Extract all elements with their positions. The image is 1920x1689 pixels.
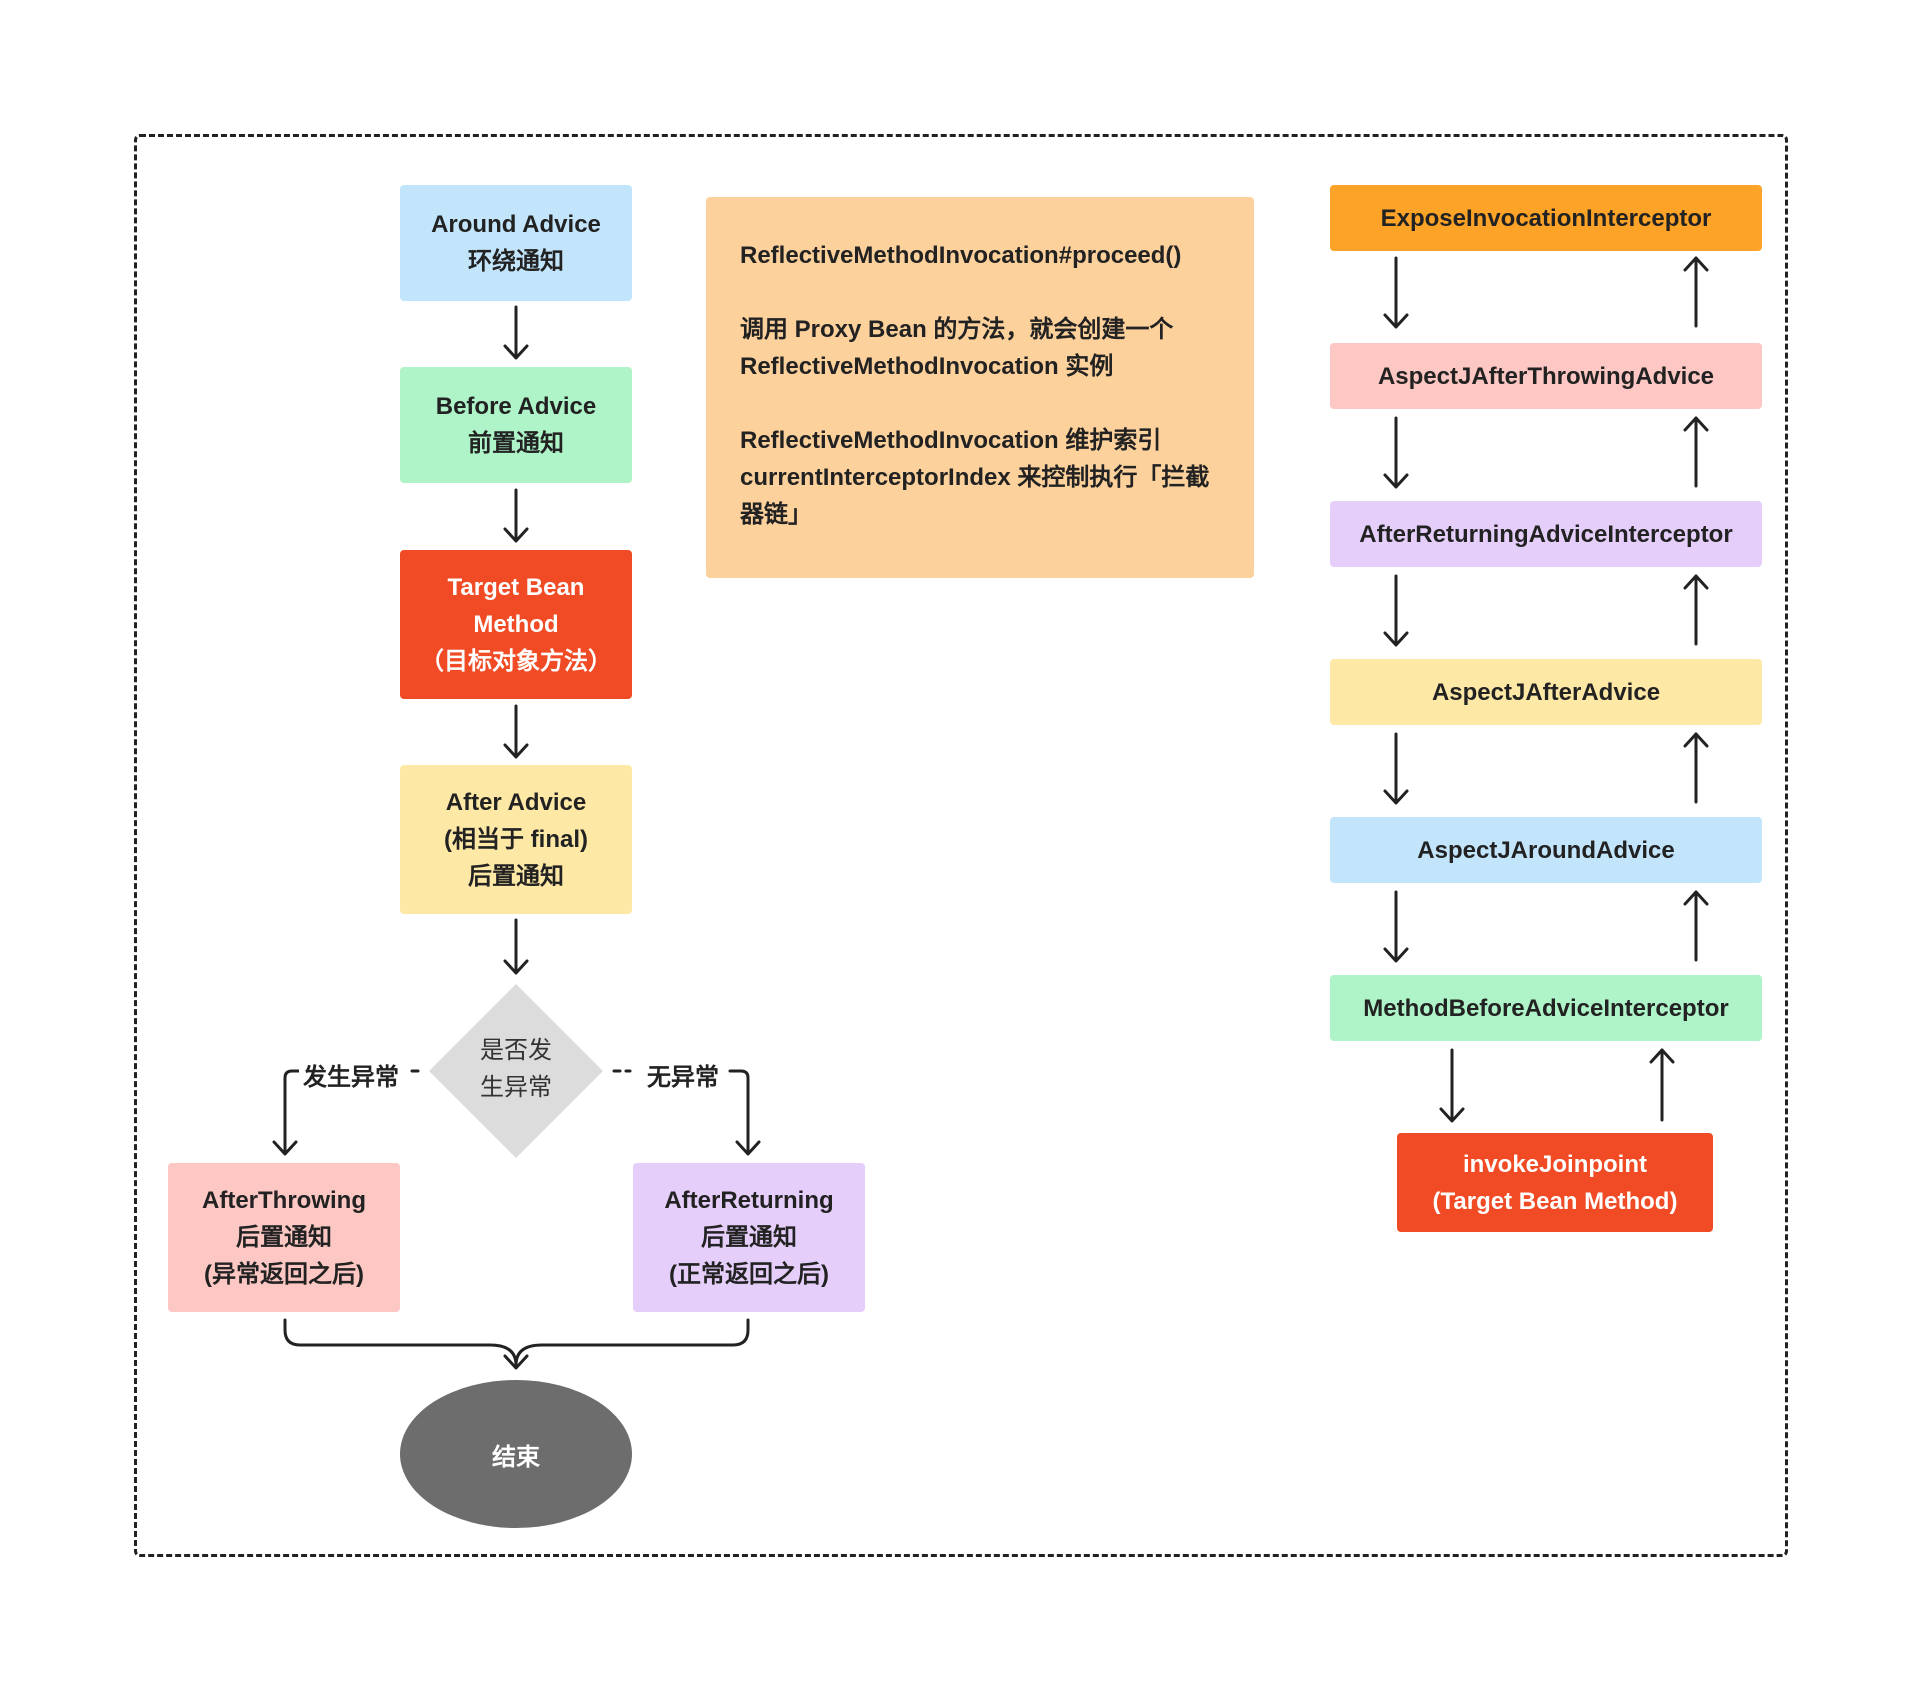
arrow-up-icon xyxy=(1683,416,1709,488)
chain-item-label: AspectJAroundAdvice xyxy=(1417,836,1675,864)
before-advice-subtitle: 前置通知 xyxy=(468,430,564,457)
arrow-up-icon xyxy=(1649,1048,1675,1122)
joinpoint-line1: invokeJoinpoint xyxy=(1462,1150,1647,1178)
chain-item-after-returning: AfterReturningAdviceInterceptor xyxy=(1330,501,1762,567)
merge-connector xyxy=(283,1318,750,1370)
joinpoint-box: invokeJoinpoint (Target Bean Method) xyxy=(1397,1133,1713,1232)
arrow-down-icon xyxy=(503,918,529,975)
before-advice-title: Before Advice xyxy=(435,393,597,420)
after-returning-line2: 后置通知 xyxy=(701,1224,797,1251)
target-method-line1: Target Bean xyxy=(447,574,585,601)
after-advice-box: After Advice (相当于 final) 后置通知 xyxy=(400,765,632,914)
chain-item-label: AspectJAfterAdvice xyxy=(1431,678,1661,706)
chain-item-expose-invocation: ExposeInvocationInterceptor xyxy=(1330,185,1762,251)
arrow-down-icon xyxy=(1383,416,1409,489)
arrow-up-icon xyxy=(1683,574,1709,646)
chain-item-label: ExposeInvocationInterceptor xyxy=(1380,204,1712,232)
arrow-down-icon xyxy=(503,305,529,360)
after-throwing-line2: 后置通知 xyxy=(236,1224,332,1251)
arrow-up-icon xyxy=(1683,890,1709,962)
target-method-box: Target Bean Method （目标对象方法） xyxy=(400,550,632,699)
exception-branch-connector xyxy=(272,1069,420,1156)
decision-text: 是否发 生异常 xyxy=(440,1032,592,1106)
note-line2: 调用 Proxy Bean 的方法，就会创建一个 ReflectiveMetho… xyxy=(740,316,1174,380)
arrow-down-icon xyxy=(1439,1048,1465,1123)
target-method-line3: （目标对象方法） xyxy=(420,648,612,675)
arrow-down-icon xyxy=(1383,890,1409,963)
chain-item-method-before: MethodBeforeAdviceInterceptor xyxy=(1330,975,1762,1041)
after-throwing-line1: AfterThrowing xyxy=(202,1187,366,1214)
chain-item-label: MethodBeforeAdviceInterceptor xyxy=(1363,994,1729,1022)
after-returning-box: AfterReturning 后置通知 (正常返回之后) xyxy=(633,1163,865,1312)
chain-item-after-throwing: AspectJAfterThrowingAdvice xyxy=(1330,343,1762,409)
end-node: 结束 xyxy=(400,1380,632,1528)
after-throwing-box: AfterThrowing 后置通知 (异常返回之后) xyxy=(168,1163,400,1312)
around-advice-title: Around Advice xyxy=(431,211,601,238)
arrow-down-icon xyxy=(1383,256,1409,329)
arrow-down-icon xyxy=(1383,732,1409,805)
chain-item-label: AfterReturningAdviceInterceptor xyxy=(1359,520,1733,548)
chain-item-around: AspectJAroundAdvice xyxy=(1330,817,1762,883)
before-advice-box: Before Advice 前置通知 xyxy=(400,367,632,483)
around-advice-subtitle: 环绕通知 xyxy=(468,248,564,275)
dashed-frame xyxy=(134,134,1788,1557)
note-line1: ReflectiveMethodInvocation#proceed() xyxy=(740,242,1182,269)
decision-diamond xyxy=(429,984,603,1158)
arrow-down-icon xyxy=(1383,574,1409,647)
after-returning-line3: (正常返回之后) xyxy=(669,1261,829,1288)
target-method-line2: Method xyxy=(473,611,559,638)
arrow-up-icon xyxy=(1683,732,1709,804)
chain-item-after: AspectJAfterAdvice xyxy=(1330,659,1762,725)
around-advice-box: Around Advice 环绕通知 xyxy=(400,185,632,301)
after-throwing-line3: (异常返回之后) xyxy=(204,1261,364,1288)
note-line3: ReflectiveMethodInvocation 维护索引 currentI… xyxy=(740,427,1210,528)
decision-line2: 生异常 xyxy=(480,1074,552,1101)
after-returning-line1: AfterReturning xyxy=(664,1187,834,1214)
branch-label-exception: 发生异常 xyxy=(299,1057,403,1092)
chain-item-label: AspectJAfterThrowingAdvice xyxy=(1377,362,1715,390)
arrow-down-icon xyxy=(503,704,529,759)
after-advice-line2: (相当于 final) xyxy=(444,826,588,853)
arrow-up-icon xyxy=(1683,256,1709,328)
note-box: ReflectiveMethodInvocation#proceed() 调用 … xyxy=(706,197,1254,578)
joinpoint-line2: (Target Bean Method) xyxy=(1432,1187,1678,1215)
decision-line1: 是否发 xyxy=(480,1037,552,1064)
after-advice-line1: After Advice xyxy=(445,789,587,816)
arrow-down-icon xyxy=(503,488,529,543)
no-exception-branch-connector xyxy=(612,1069,761,1156)
after-advice-line3: 后置通知 xyxy=(468,863,564,890)
branch-label-no-exception: 无异常 xyxy=(643,1057,723,1092)
